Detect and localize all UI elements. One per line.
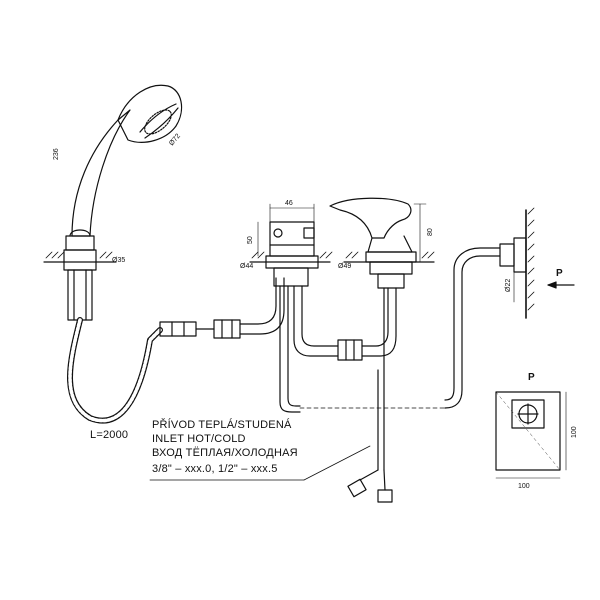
dim-wall-rose: Ø22 bbox=[505, 279, 512, 292]
hand-shower bbox=[43, 84, 183, 321]
note-leader bbox=[303, 445, 371, 481]
flexible-hose bbox=[67, 277, 285, 424]
shower-shank bbox=[67, 269, 93, 321]
labels: 236 Ø72 Ø35 L=2000 46 50 Ø44 Ø49 80 Ø22 … bbox=[53, 133, 578, 490]
inlet-nut-right bbox=[377, 489, 393, 503]
dim-spout-height: 80 bbox=[427, 228, 434, 236]
view-title: P bbox=[528, 372, 535, 383]
lever-handle bbox=[329, 197, 412, 239]
view-p-panel bbox=[495, 391, 567, 479]
dim-shower-head: Ø72 bbox=[168, 133, 182, 148]
shower-head bbox=[117, 84, 183, 143]
dim-shower-height: 236 bbox=[53, 148, 60, 160]
spout-base bbox=[365, 251, 417, 263]
diverter-valve bbox=[249, 203, 333, 287]
dim-mixer-width: 46 bbox=[285, 200, 293, 207]
note-line-1: PŘÍVOD TEPLÁ/STUDENÁ bbox=[152, 418, 292, 431]
diverter-body bbox=[269, 221, 315, 257]
inlet-nut-left bbox=[347, 478, 367, 498]
view-arrow-label: P bbox=[556, 268, 563, 279]
dim-mixer-base: Ø44 bbox=[240, 263, 253, 270]
hose-connector bbox=[159, 321, 197, 337]
supply-pipes bbox=[279, 247, 501, 503]
dim-hose-length: L=2000 bbox=[90, 429, 128, 441]
panel-outline bbox=[495, 391, 561, 471]
note-line-4: 3/8" – xxx.0, 1/2" – xxx.5 bbox=[152, 463, 278, 475]
hose-outer bbox=[67, 317, 163, 424]
note-line-3: ВХОД ТЁПЛАЯ/ХОЛОДНАЯ bbox=[152, 447, 298, 459]
spout-lever bbox=[329, 197, 435, 289]
dim-shower-flange: Ø35 bbox=[112, 257, 125, 264]
dim-panel-height: 100 bbox=[571, 426, 578, 438]
dim-spout-base: Ø49 bbox=[338, 263, 351, 270]
hose-coil bbox=[68, 318, 162, 423]
wall-outlet bbox=[499, 207, 575, 319]
dim-panel-width: 100 bbox=[518, 483, 530, 490]
hose-nut bbox=[213, 319, 241, 339]
shower-handle bbox=[71, 109, 131, 237]
pipe-union bbox=[337, 339, 363, 361]
dim-mixer-height: 50 bbox=[247, 236, 254, 244]
panel-escutcheon bbox=[511, 399, 545, 429]
shower-holder bbox=[65, 235, 95, 251]
note-line-2: INLET HOT/COLD bbox=[152, 433, 246, 445]
